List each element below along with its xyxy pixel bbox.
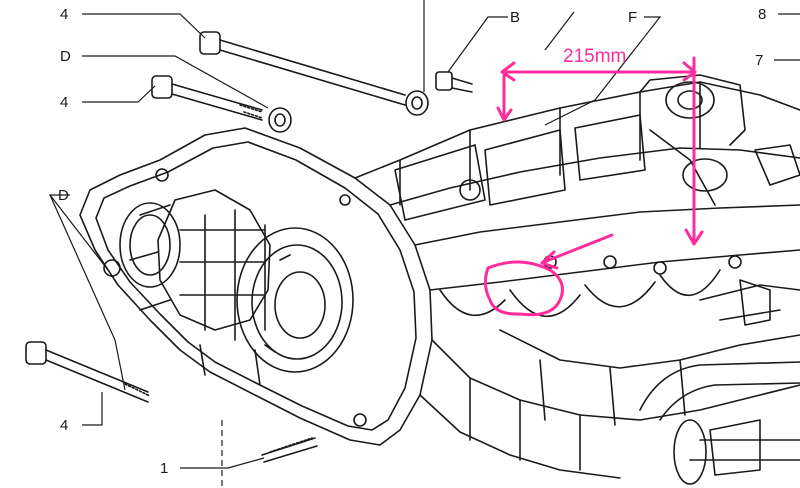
callout-d-top: D [60,48,71,65]
callout-7: 7 [755,52,763,69]
long-bolt-top [199,31,429,116]
leader-lines [48,0,800,488]
callout-4-bottom: 4 [60,417,68,434]
bolts [25,31,473,463]
callout-8: 8 [758,6,766,23]
crankcase-drawing [79,74,800,485]
callout-4-mid: 4 [60,94,68,111]
short-bolt-b [435,71,473,93]
callout-f: F [628,9,637,26]
long-bolt-mid [151,75,292,133]
callout-4-top: 4 [60,6,68,23]
right-drop-arrow [684,56,704,246]
callout-d-side: D [58,187,69,204]
pink-annotation: 215mm [483,46,704,317]
pointer-arrow [540,233,614,270]
callout-b: B [510,9,520,26]
stud-1 [261,437,318,463]
measurement-label: 215mm [563,46,626,67]
callout-labels: 4 D 4 D 4 1 B F 8 7 [58,6,766,477]
long-bolt-bottom [25,341,151,403]
left-drop-arrow [496,70,513,122]
circled-area [483,260,564,317]
callout-1: 1 [160,460,168,477]
